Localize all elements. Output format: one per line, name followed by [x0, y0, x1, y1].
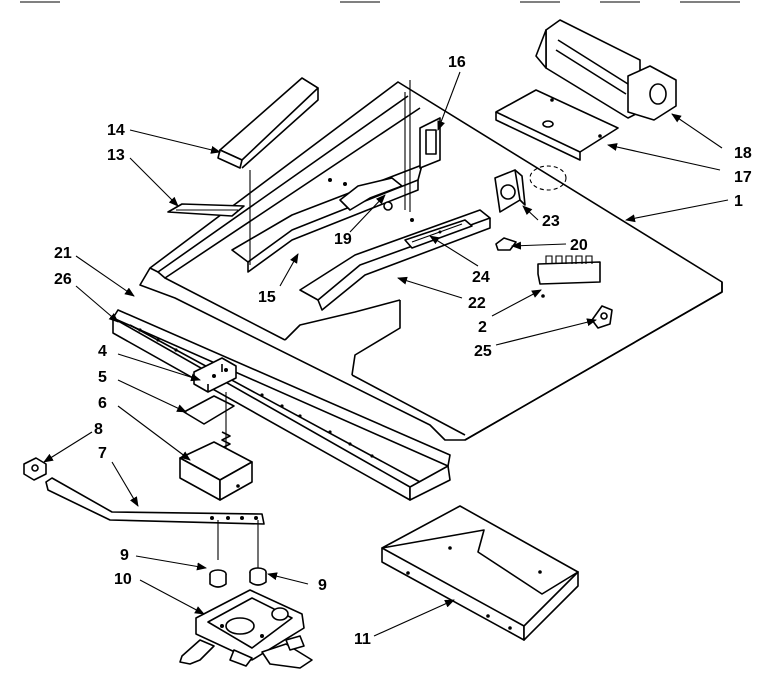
alignment-lines: [249, 80, 411, 265]
callout-17: 17: [734, 169, 752, 186]
roller-part-9-right: [249, 567, 267, 586]
callout-9-right: 9: [318, 577, 327, 594]
callout-21: 21: [54, 245, 72, 262]
front-trim-channel: [112, 309, 451, 501]
trim-holes: [138, 328, 374, 458]
motor-part-18: [535, 19, 677, 121]
bracket-part-24: [404, 219, 473, 249]
terminal-strip-part-2: [537, 255, 601, 298]
plate-part-17: [495, 89, 619, 161]
clip-part-25: [591, 305, 613, 329]
bushing-part-8: [23, 457, 47, 481]
callout-14: 14: [107, 122, 125, 139]
callout-24: 24: [472, 269, 490, 286]
callout-5: 5: [98, 369, 107, 386]
callout-6: 6: [98, 395, 107, 412]
callout-25: 25: [474, 343, 492, 360]
callout-19: 19: [334, 231, 352, 248]
callout-labels: 14 13 16 18 17 1 19 23 20 24 22 15 2 25 …: [54, 54, 752, 648]
insulator-part-5: [183, 395, 235, 425]
tube-part-19: [339, 177, 403, 211]
housing-part-23: [494, 169, 526, 213]
cover-plate-part-11: [381, 505, 579, 641]
callout-18: 18: [734, 145, 752, 162]
bracket-part-13: [167, 203, 245, 217]
callout-2: 2: [478, 319, 487, 336]
roller-part-9-left: [209, 569, 227, 588]
latch-mechanism-part-10: [179, 589, 313, 669]
callout-20: 20: [570, 237, 588, 254]
callout-1: 1: [734, 193, 743, 210]
grommet-dashed: [529, 165, 567, 191]
box-part-16: [419, 117, 441, 169]
callout-16: 16: [448, 54, 466, 71]
callout-15: 15: [258, 289, 276, 306]
callout-13: 13: [107, 147, 125, 164]
callout-9-left: 9: [120, 547, 129, 564]
bracket-part-6: [179, 441, 253, 501]
callout-23: 23: [542, 213, 560, 230]
callout-4: 4: [98, 343, 107, 360]
main-plate: [139, 81, 723, 441]
leader-lines: [43, 71, 729, 637]
callout-10: 10: [114, 571, 132, 588]
callout-8: 8: [94, 421, 103, 438]
callout-7: 7: [98, 445, 107, 462]
callout-22: 22: [468, 295, 486, 312]
switch-part-4: [193, 357, 237, 393]
link-rod-part-7: [45, 477, 265, 568]
callout-11: 11: [354, 631, 371, 648]
callout-26: 26: [54, 271, 72, 288]
plate-dots: [328, 178, 442, 234]
deflector-part-14: [217, 77, 319, 169]
